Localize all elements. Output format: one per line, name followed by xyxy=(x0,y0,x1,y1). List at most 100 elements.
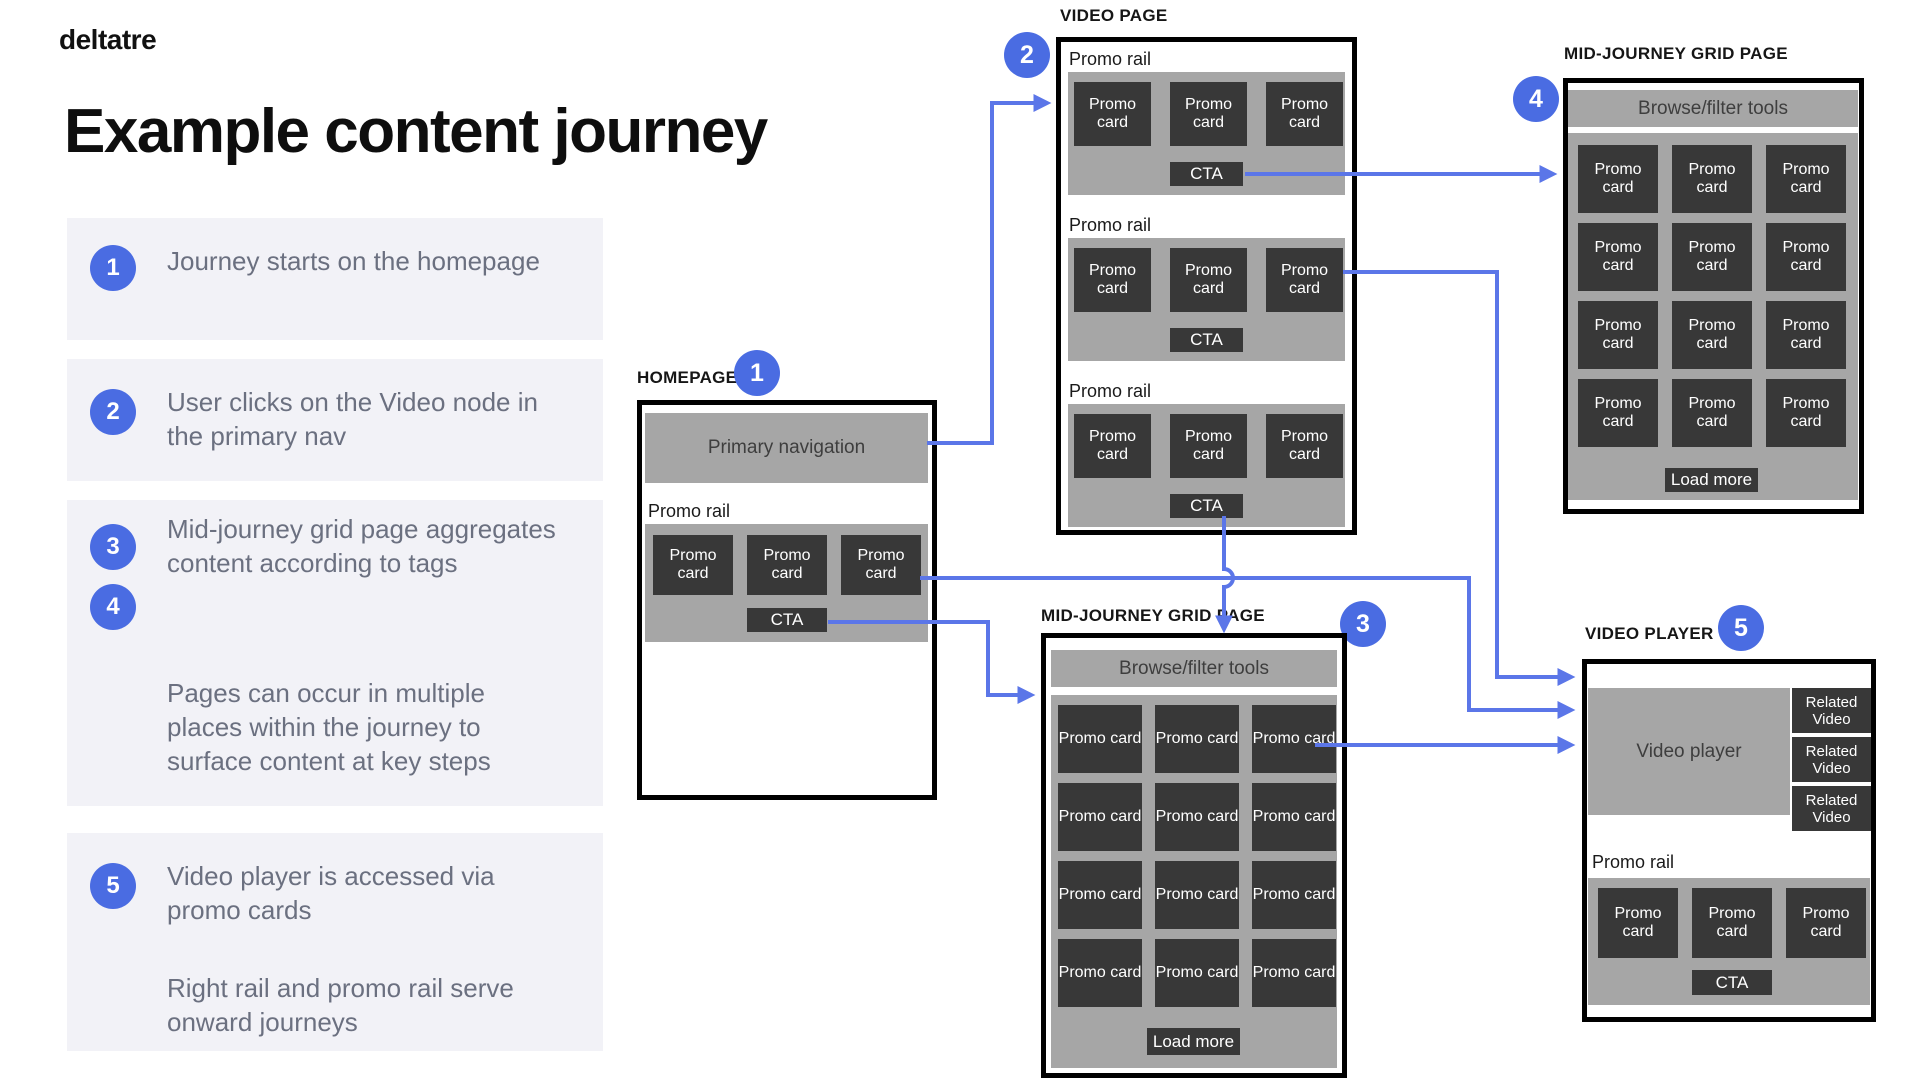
grid-page-top-badge: 4 xyxy=(1513,76,1559,122)
cta-button: CTA xyxy=(1170,328,1243,352)
homepage-cta-button: CTA xyxy=(747,608,827,632)
step-2-text: User clicks on the Video node in the pri… xyxy=(167,387,538,451)
promo-card: Promo card xyxy=(1266,248,1343,312)
promo-rail: Promo card Promo card Promo card CTA xyxy=(1068,404,1345,527)
promo-card: Promo card xyxy=(1766,145,1846,213)
step-3-4: 3 4 Mid-journey grid page aggregates con… xyxy=(67,500,603,806)
promo-card: Promo card xyxy=(1058,783,1142,851)
grid-page-bottom-wireframe: Browse/filter tools Promo card Promo car… xyxy=(1041,633,1347,1078)
page-title: Example content journey xyxy=(64,97,768,166)
promo-rail-label: Promo rail xyxy=(1069,381,1152,401)
step-1: 1 Journey starts on the homepage xyxy=(67,218,603,340)
promo-card: Promo card xyxy=(1058,861,1142,929)
promo-card: Promo card xyxy=(1170,248,1247,312)
promo-card: Promo card xyxy=(1058,939,1142,1007)
promo-card: Promo card xyxy=(1074,414,1151,478)
browse-filter-toolbar: Browse/filter tools xyxy=(1568,90,1858,127)
promo-rail-label: Promo rail xyxy=(1069,215,1152,235)
step-1-number-badge: 1 xyxy=(90,245,136,291)
arrow-nav-to-video-page xyxy=(927,94,1052,445)
video-player-label: VIDEO PLAYER xyxy=(1585,624,1714,643)
promo-card: Promo card xyxy=(1266,82,1343,146)
step-5: 5 Video player is accessed via promo car… xyxy=(67,833,603,1051)
promo-card: Promo card xyxy=(1578,145,1658,213)
promo-card: Promo card xyxy=(1786,888,1866,958)
grid-page-top-wireframe: Browse/filter tools Promo card Promo car… xyxy=(1563,78,1864,514)
promo-card: Promo card xyxy=(1074,82,1151,146)
promo-card: Promo card xyxy=(747,535,827,595)
promo-card: Promo card xyxy=(1074,248,1151,312)
load-more-button: Load more xyxy=(1665,468,1758,492)
promo-card: Promo card xyxy=(1155,783,1239,851)
video-player-area: Video player xyxy=(1588,688,1790,815)
promo-card: Promo card xyxy=(1252,783,1336,851)
promo-card: Promo card xyxy=(1766,301,1846,369)
promo-card: Promo card xyxy=(841,535,921,595)
player-promo-rail-label: Promo rail xyxy=(1592,852,1675,872)
grid-page-bottom-label: MID-JOURNEY GRID PAGE xyxy=(1041,606,1265,625)
grid-page-top-label: MID-JOURNEY GRID PAGE xyxy=(1564,44,1788,63)
promo-card: Promo card xyxy=(1252,939,1336,1007)
video-player-badge: 5 xyxy=(1718,605,1764,651)
promo-card: Promo card xyxy=(653,535,733,595)
promo-rail: Promo card Promo card Promo card CTA xyxy=(1068,238,1345,361)
cta-button: CTA xyxy=(1170,494,1243,518)
promo-card: Promo card xyxy=(1155,705,1239,773)
load-more-button: Load more xyxy=(1147,1028,1240,1055)
step-5-number-badge: 5 xyxy=(90,863,136,909)
related-video-card: Related Video xyxy=(1792,786,1871,831)
homepage-label: HOMEPAGE xyxy=(637,368,738,387)
step-5-text: Video player is accessed via promo cards xyxy=(167,861,495,925)
video-page-label: VIDEO PAGE xyxy=(1060,6,1168,25)
homepage-wireframe: Primary navigation Promo rail Promo card… xyxy=(637,400,937,800)
deltatre-logo: deltatre xyxy=(59,24,157,55)
promo-card: Promo card xyxy=(1692,888,1772,958)
step-4-number-badge: 4 xyxy=(90,584,136,630)
promo-card: Promo card xyxy=(1766,223,1846,291)
promo-card: Promo card xyxy=(1266,414,1343,478)
promo-card: Promo card xyxy=(1672,379,1752,447)
video-player-wireframe: Video player Related Video Related Video… xyxy=(1582,659,1876,1022)
promo-card: Promo card xyxy=(1170,414,1247,478)
step-3-number-badge: 3 xyxy=(90,524,136,570)
promo-card: Promo card xyxy=(1155,939,1239,1007)
cta-button: CTA xyxy=(1170,162,1243,186)
promo-card: Promo card xyxy=(1598,888,1678,958)
player-cta-button: CTA xyxy=(1692,970,1772,995)
promo-card: Promo card xyxy=(1766,379,1846,447)
promo-cards-row: Promo card Promo card Promo card xyxy=(1068,404,1345,478)
promo-card: Promo card xyxy=(1578,379,1658,447)
promo-card: Promo card xyxy=(1672,223,1752,291)
promo-card: Promo card xyxy=(1155,861,1239,929)
related-video-card: Related Video xyxy=(1792,737,1871,782)
primary-navigation-bar: Primary navigation xyxy=(645,413,928,483)
homepage-promo-rail-label: Promo rail xyxy=(648,501,731,521)
promo-card: Promo card xyxy=(1058,705,1142,773)
step-2: 2 User clicks on the Video node in the p… xyxy=(67,359,603,481)
promo-card: Promo card xyxy=(1252,861,1336,929)
promo-card: Promo card xyxy=(1672,301,1752,369)
promo-card: Promo card xyxy=(1672,145,1752,213)
related-video-card: Related Video xyxy=(1792,688,1871,733)
step-2-number-badge: 2 xyxy=(90,389,136,435)
step-5-text-2: Right rail and promo rail serve onward j… xyxy=(167,973,514,1037)
video-page-badge: 2 xyxy=(1004,32,1050,78)
homepage-badge: 1 xyxy=(734,350,780,396)
promo-card: Promo card xyxy=(1578,301,1658,369)
step-3-4-text: Mid-journey grid page aggregates content… xyxy=(167,514,556,578)
step-3-4-text-2: Pages can occur in multiple places withi… xyxy=(167,678,491,776)
